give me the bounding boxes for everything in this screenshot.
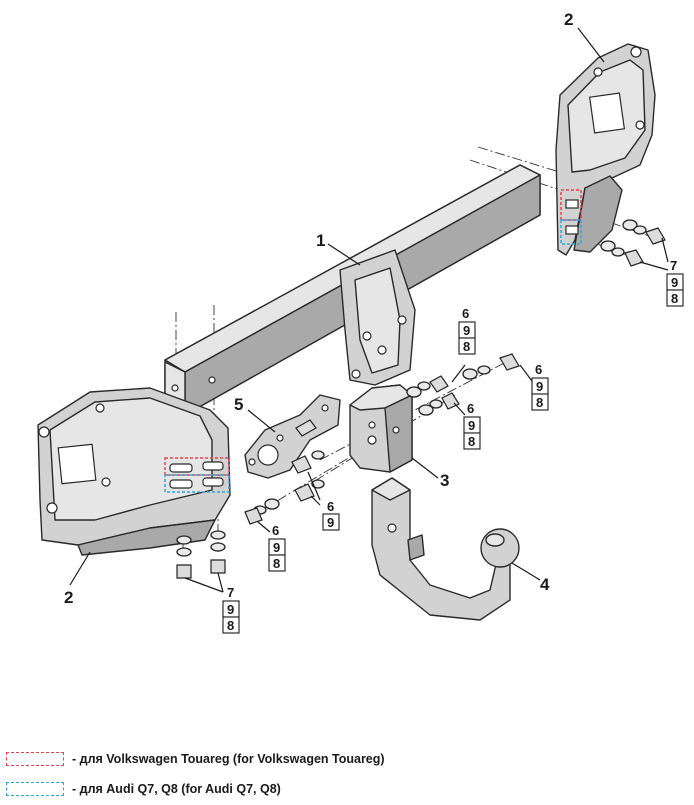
ref-number: 8 [463,339,470,354]
ref-number: 7 [670,258,677,273]
callout-tow-bar: 1 [316,231,325,250]
ref-number: 7 [227,585,234,600]
legend-volkswagen-text: - для Volkswagen Touareg (for Volkswagen… [72,752,385,766]
callout-bracket-left: 2 [64,588,73,607]
ref-number: 6 [535,362,542,377]
callout-ball-socket: 3 [440,471,449,490]
ref-left-lower: 7 9 8 [222,585,240,634]
ref-number: 8 [227,618,234,633]
ref-right-bolt-2: 6 9 8 [463,401,481,450]
ref-number: 6 [467,401,474,416]
ref-number: 9 [227,602,234,617]
ball-socket-housing [349,384,413,473]
ref-number: 9 [463,323,470,338]
bracket-right [555,43,656,256]
tow-bar-beam [164,164,541,416]
part-callouts: 1 2 2 3 4 5 [64,10,573,607]
legend-audi: - для Audi Q7, Q8 (for Audi Q7, Q8) [6,778,686,800]
ref-number: 9 [468,418,475,433]
legend-blue-swatch [6,782,64,796]
ref-number: 8 [671,291,678,306]
legend-audi-text: - для Audi Q7, Q8 (for Audi Q7, Q8) [72,782,281,796]
ref-number: 8 [273,556,280,571]
towbar-exploded-diagram: 1 2 2 3 4 5 7 9 8 6 9 8 6 9 8 6 9 8 6 9 [37,10,684,634]
legend-red-swatch [6,752,64,766]
ref-number: 9 [273,540,280,555]
ref-number: 6 [462,306,469,321]
ref-socket-bolt: 6 9 [322,499,340,531]
ref-number: 6 [272,523,279,538]
ref-left-bolt: 6 9 8 [268,523,286,572]
ref-right-lower: 7 9 8 [666,258,684,307]
ref-mid-bolt: 6 9 8 [458,306,476,355]
leader-lines [69,27,669,593]
ref-number: 8 [536,395,543,410]
ref-number: 9 [536,379,543,394]
fasteners [176,219,666,579]
bracket-left [37,387,231,556]
callout-tow-ball: 4 [540,575,550,594]
audi-marker-left [164,474,230,493]
tow-ball-neck [371,477,520,621]
callout-socket-plate: 5 [234,395,243,414]
callout-bracket-right: 2 [564,10,573,29]
ref-number: 9 [671,275,678,290]
ref-number: 6 [327,499,334,514]
ref-number: 9 [327,515,334,530]
ref-number: 8 [468,434,475,449]
legend-volkswagen: - для Volkswagen Touareg (for Volkswagen… [6,748,686,770]
ref-right-bolt-1: 6 9 8 [531,362,549,411]
audi-marker-right [560,219,582,245]
socket-plate [244,394,341,479]
